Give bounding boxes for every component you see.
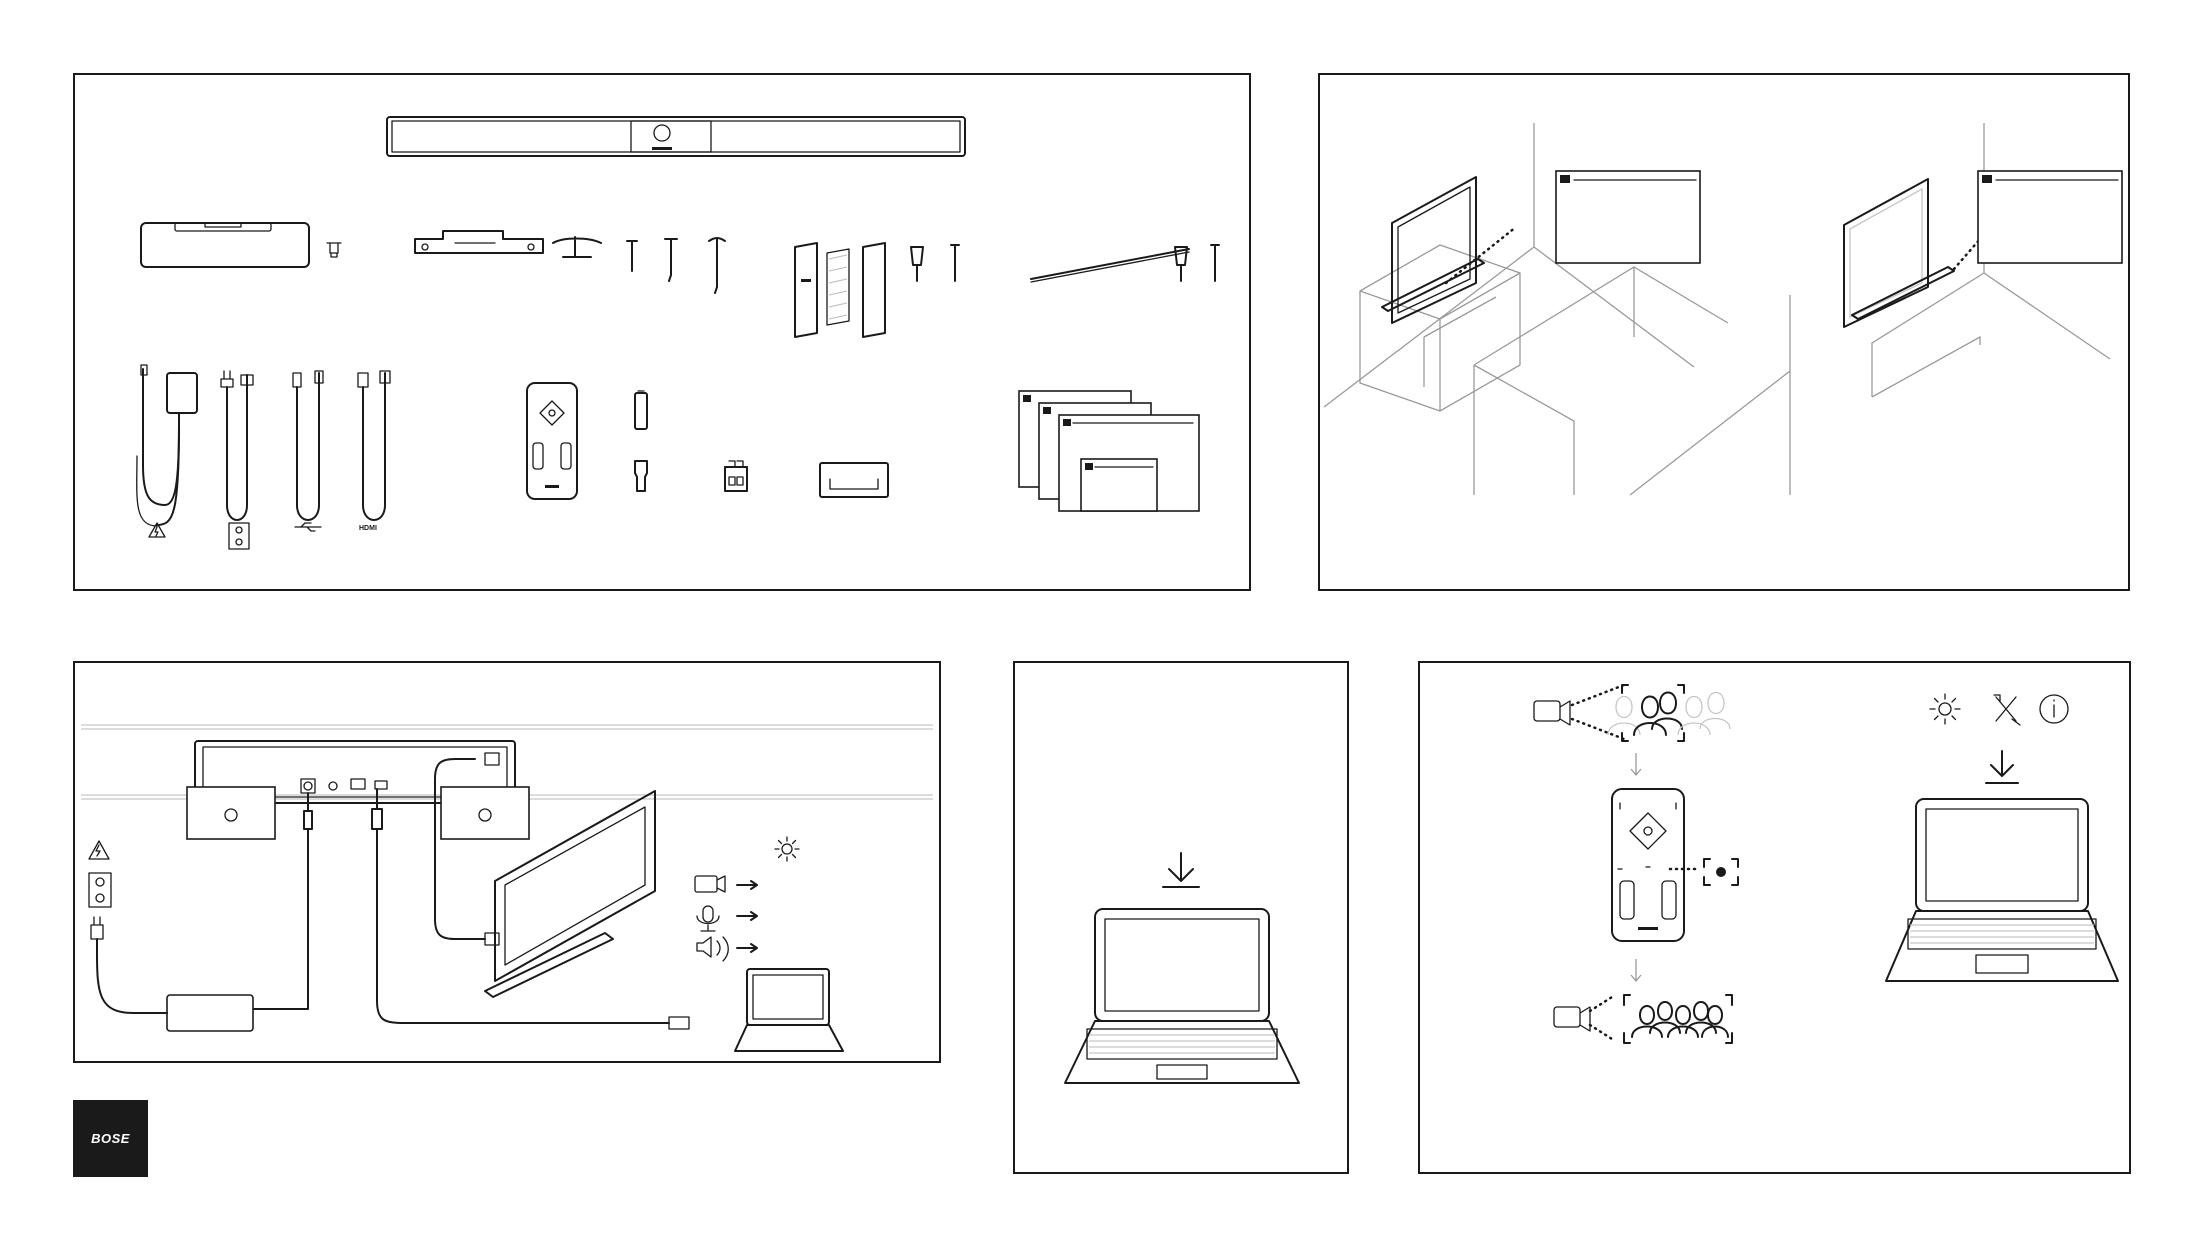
table-stand [141,223,341,267]
view-cone-wide [1590,997,1612,1039]
callout-panel-b [1978,171,2122,263]
cable-clip [820,463,888,497]
laptop [735,969,843,1051]
hdmi-cable-route [435,753,499,945]
power-supply [137,365,197,526]
remote-control [1612,789,1684,941]
hdmi-cable [358,371,390,520]
screws [627,238,725,293]
warning-icon [89,841,109,859]
connector-block [725,461,747,491]
framing-icon [1704,859,1738,885]
people-group-top [1608,685,1730,741]
power-cord [221,371,253,520]
logo-text: BOSE [91,1131,130,1146]
connect-panel [73,661,941,1063]
placement-panel [1318,73,2130,591]
download-panel [1013,661,1349,1174]
wall-mount-bracket [415,231,543,253]
remote-control [527,383,577,499]
contents-diagram: HDMI [75,75,1249,589]
arrows [737,881,757,952]
hdmi-label: HDMI [359,525,377,532]
gear-icon [775,837,799,861]
mount-hook [553,237,601,257]
cable-tie [1031,249,1189,282]
speaker-icon [697,937,728,961]
videobar [387,117,965,156]
people-group-bottom [1624,995,1732,1043]
callout-panel-a [1556,171,1700,263]
arrow-down-a [1631,753,1641,775]
usb-adapter [635,461,647,491]
usb-icon [295,523,321,531]
battery [635,391,647,429]
gear-icon [1930,694,1960,724]
connect-diagram [75,663,939,1061]
download-diagram [1015,663,1347,1172]
placement-diagram [1320,75,2128,589]
cable-cover [795,243,885,337]
laptop [1065,909,1299,1083]
power-outlet-icon [89,873,111,907]
videobar-rear [187,741,529,839]
laptop [1886,799,2118,981]
usb-cable-route [372,789,689,1029]
power-outlet-icon [229,523,249,549]
download-icon [1163,853,1199,887]
info-icon [2040,695,2068,723]
download-icon [1986,751,2018,783]
documents [1019,391,1199,511]
bose-logo: BOSE [73,1100,148,1177]
arrow-down-b [1631,959,1641,981]
camera-icon [1534,701,1570,725]
usb-cable [293,371,323,520]
tools-icon [1994,695,2020,725]
configure-diagram [1420,663,2129,1172]
configure-panel [1418,661,2131,1174]
microphone-icon [697,906,719,931]
anchor-screws-a [911,245,959,281]
camera-icon [695,876,725,892]
contents-panel: HDMI [73,73,1251,591]
camera-icon [1554,1007,1590,1031]
